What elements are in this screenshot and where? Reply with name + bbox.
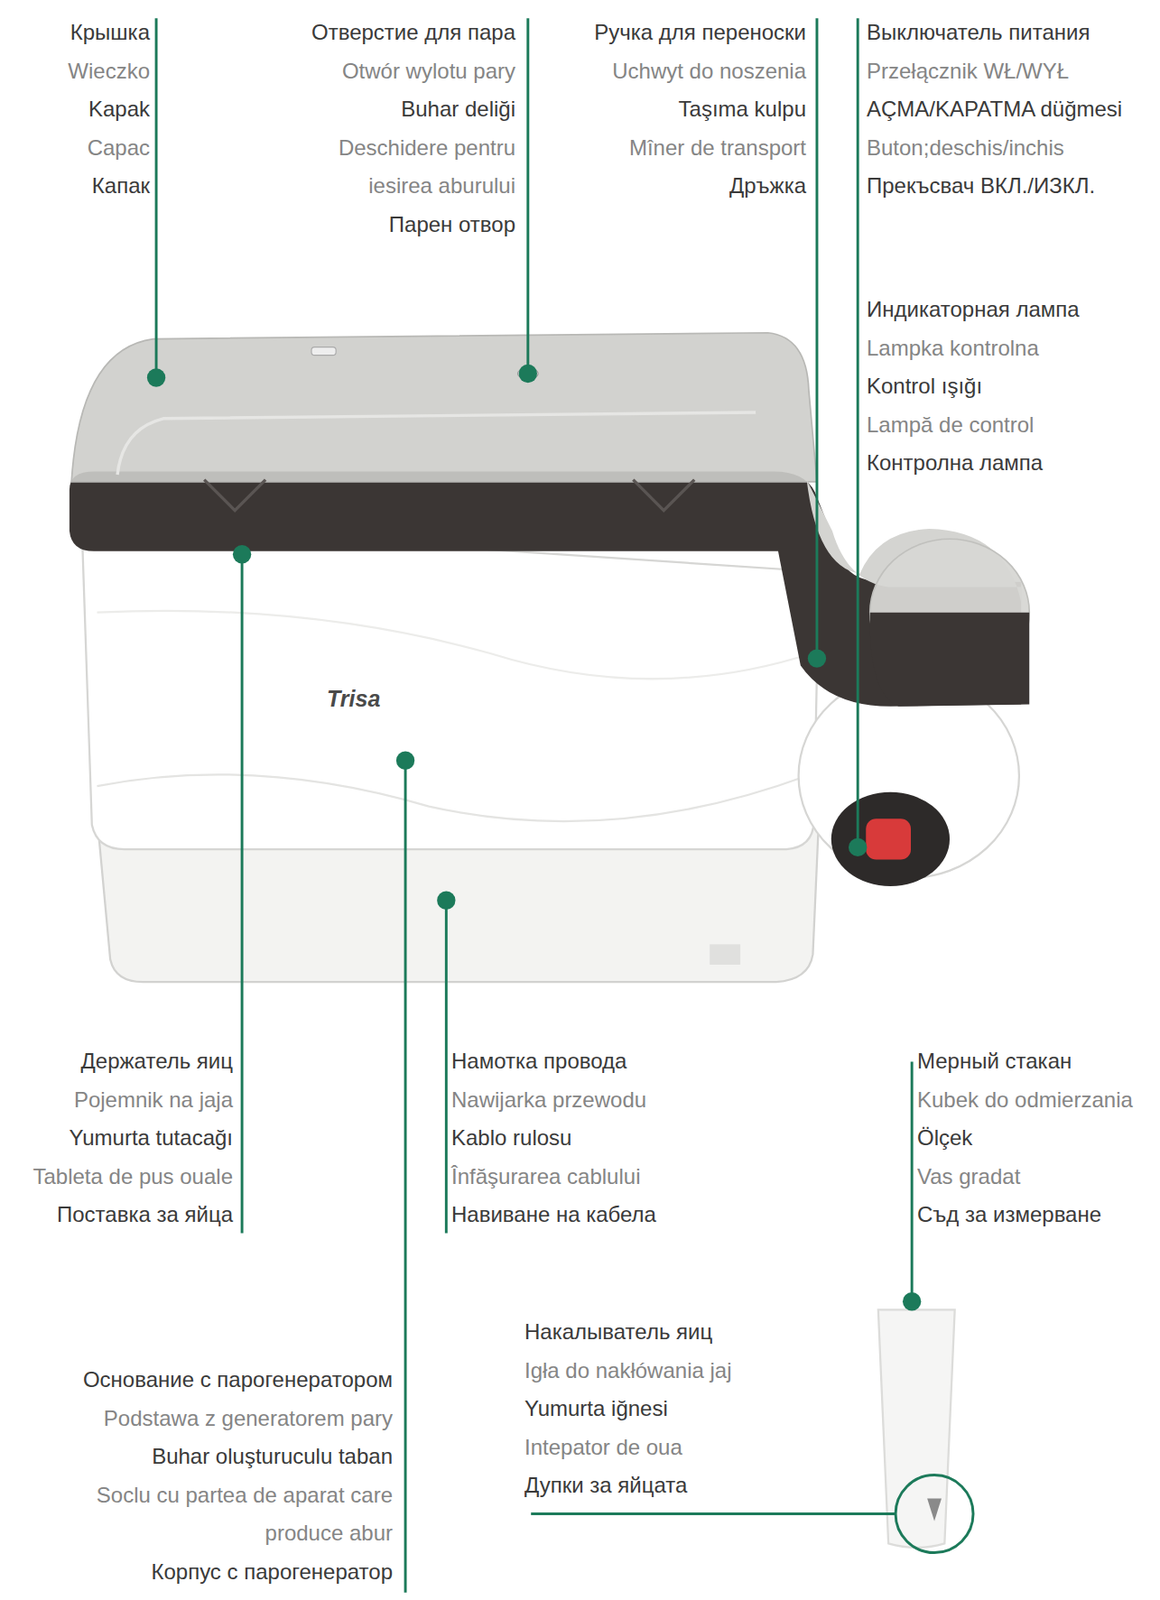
part-label: Дръжка — [593, 167, 807, 206]
part-label: Навиване на кабела — [451, 1196, 657, 1235]
part-label: Yumurta iğnesi — [524, 1390, 733, 1430]
part-label: Soclu cu partea de aparat care produce a… — [56, 1476, 393, 1554]
label-group: Выключатель питанияPrzełącznik WŁ/WYŁAÇM… — [866, 13, 1123, 206]
measuring-cup — [878, 1309, 956, 1549]
part-label: Uchwyt do noszenia — [593, 52, 807, 92]
label-group: Индикаторная лампаLampka kontrolnaKontro… — [866, 290, 1080, 483]
part-label: Kapak — [67, 90, 150, 130]
switch-housing — [831, 792, 950, 887]
label-group: Намотка проводаNawijarka przewoduKablo r… — [451, 1042, 657, 1235]
egg-holder — [204, 480, 695, 511]
part-label: Buhar oluşturuculu taban — [56, 1438, 393, 1477]
part-label: Держатель яиц — [32, 1042, 233, 1082]
part-label: Intepator de oua — [524, 1429, 733, 1468]
part-label: Taşıma kulpu — [593, 90, 807, 130]
part-label: Мерный стакан — [917, 1042, 1133, 1082]
part-label: Pojemnik na jaja — [32, 1081, 233, 1121]
power-switch — [865, 818, 911, 860]
label-group: Отверстие для параOtwór wylotu paryBuhar… — [298, 13, 516, 244]
part-label: Ölçek — [917, 1119, 1133, 1159]
part-label: Дупки за яйцата — [524, 1466, 733, 1506]
part-label: Выключатель питания — [866, 13, 1123, 53]
part-label: Buton;deschis/inchis — [866, 129, 1123, 168]
part-label: Kontrol ışığı — [866, 367, 1080, 407]
part-label: Igła do nakłówania jaj — [524, 1352, 733, 1392]
part-label: Прекъсвач ВКЛ./ИЗКЛ. — [866, 167, 1123, 206]
leader-lines — [156, 18, 974, 1593]
body-contour — [96, 774, 807, 822]
part-label: Ручка для переноски — [593, 13, 807, 53]
part-label: Намотка провода — [451, 1042, 657, 1082]
body — [81, 522, 819, 850]
part-label: Основание с парогенератором — [56, 1361, 393, 1401]
part-label: Съд за измерване — [917, 1196, 1133, 1235]
part-label: Kubek do odmierzania — [917, 1081, 1133, 1121]
part-label: Индикаторная лампа — [866, 290, 1080, 330]
part-label: Поставка за яйца — [32, 1196, 233, 1235]
part-label: Deschidere pentru iesirea aburului — [298, 129, 516, 206]
part-label: Kablo rulosu — [451, 1119, 657, 1159]
part-label: Mîner de transport — [593, 129, 807, 168]
part-label: Tableta de pus ouale — [32, 1158, 233, 1198]
label-group: Накалыватель яицIgła do nakłówania jajYu… — [524, 1313, 733, 1506]
part-label: Wieczko — [67, 52, 150, 92]
part-label: Контролна лампа — [866, 444, 1080, 483]
part-label: Capac — [67, 129, 150, 168]
part-label: Lampka kontrolna — [866, 329, 1080, 369]
body-contour — [96, 611, 812, 679]
label-group: Мерный стаканKubek do odmierzaniaÖlçekVa… — [917, 1042, 1133, 1235]
egg-needle — [927, 1499, 942, 1522]
label-group: КрышкаWieczkoKapakCapacКапак — [67, 13, 150, 206]
part-label: Накалыватель яиц — [524, 1313, 733, 1353]
label-group: Ручка для переноскиUchwyt do noszeniaTaş… — [593, 13, 807, 206]
lid-vent — [311, 347, 336, 356]
part-label: Vas gradat — [917, 1158, 1133, 1198]
part-label: Корпус с парогенератор — [56, 1553, 393, 1593]
part-label: Капак — [67, 167, 150, 206]
part-label: Крышка — [67, 13, 150, 53]
part-label: Buhar deliği — [298, 90, 516, 130]
lid — [71, 333, 817, 483]
part-label: Lampă de control — [866, 406, 1080, 446]
leader-dots — [147, 364, 921, 1312]
brand-logo: Trisa — [326, 686, 381, 713]
part-label: Przełącznik WŁ/WYŁ — [866, 52, 1123, 92]
part-label: AÇMA/KAPATMA düğmesi — [866, 90, 1123, 130]
label-group: Держатель яицPojemnik na jajaYumurta tut… — [32, 1042, 233, 1235]
part-label: Nawijarka przewodu — [451, 1081, 657, 1121]
part-label: Yumurta tutacağı — [32, 1119, 233, 1159]
cable-outlet — [709, 944, 741, 966]
part-label: Podstawa z generatorem pary — [56, 1400, 393, 1439]
lid-highlight — [117, 412, 756, 475]
label-group: Основание с парогенераторомPodstawa z ge… — [56, 1361, 393, 1592]
rim-band — [870, 612, 1031, 707]
part-label: Înfăşurarea cablului — [451, 1158, 657, 1198]
part-label: Парен отвор — [298, 205, 516, 245]
part-label: Отверстие для пара — [298, 13, 516, 53]
part-label: Otwór wylotu pary — [298, 52, 516, 92]
